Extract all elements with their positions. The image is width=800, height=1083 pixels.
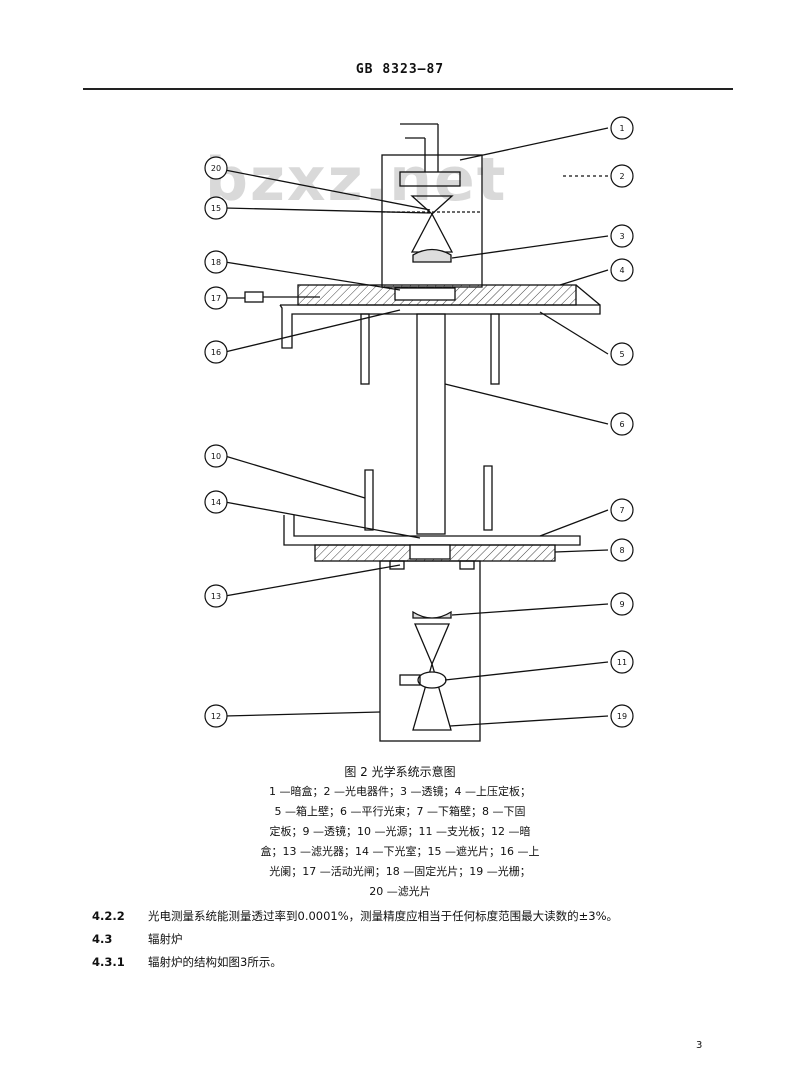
callout-13 bbox=[204, 584, 228, 608]
legend-line: 光阑；17 —活动光闸；18 —固定光片；19 —光栅； bbox=[269, 865, 531, 878]
paragraph-text: 光电测量系统能测量透过率到0.0001%，测量精度应相当于任何标度范围最大读数的… bbox=[148, 909, 619, 923]
callout-2 bbox=[610, 164, 634, 188]
callout-12 bbox=[204, 704, 228, 728]
paragraph-4-3-1: 4.3.1 辐射炉的结构如图3所示。 bbox=[92, 953, 282, 971]
callout-18 bbox=[204, 250, 228, 274]
light-tube bbox=[416, 313, 446, 535]
callout-4 bbox=[610, 258, 634, 282]
dark-box-top bbox=[399, 171, 461, 187]
paragraph-text: 辐射炉 bbox=[148, 932, 183, 946]
label-3: 3 bbox=[619, 232, 624, 241]
label-1: 1 bbox=[619, 124, 624, 133]
shutter-knob bbox=[244, 291, 264, 303]
label-4: 4 bbox=[619, 266, 624, 275]
legend-line: 20 —滤光片 bbox=[369, 885, 431, 898]
label-16: 16 bbox=[211, 348, 221, 357]
lower-housing bbox=[379, 560, 481, 742]
section-number: 4.3.1 bbox=[92, 955, 125, 969]
label-19: 19 bbox=[617, 712, 627, 721]
callout-10 bbox=[204, 444, 228, 468]
callout-19 bbox=[610, 704, 634, 728]
upper-housing bbox=[381, 154, 483, 288]
label-17: 17 bbox=[211, 294, 221, 303]
label-13: 13 bbox=[211, 592, 221, 601]
section-number: 4.3 bbox=[92, 932, 113, 946]
callout-17 bbox=[204, 286, 228, 310]
figure-title: 图 2 光学系统示意图 bbox=[344, 765, 456, 779]
label-10: 10 bbox=[211, 452, 221, 461]
label-18: 18 bbox=[211, 258, 221, 267]
callout-11 bbox=[610, 650, 634, 674]
figure-legend: 1 —暗盒；2 —光电器件；3 —透镜；4 —上压定板； 5 —箱上壁；6 —平… bbox=[150, 782, 650, 902]
legend-line: 5 —箱上壁；6 —平行光束；7 —下箱壁；8 —下固 bbox=[274, 805, 526, 818]
section-number: 4.2.2 bbox=[92, 909, 125, 923]
legend-line: 定板；9 —透镜；10 —光源；11 —支光板；12 —暗 bbox=[269, 825, 531, 838]
header-rule bbox=[83, 88, 733, 90]
callout-6 bbox=[610, 412, 634, 436]
callout-20 bbox=[204, 156, 228, 180]
label-20: 20 bbox=[211, 164, 221, 173]
paragraph-4-3: 4.3 辐射炉 bbox=[92, 930, 183, 948]
label-6: 6 bbox=[619, 420, 624, 429]
legend-line: 盒；13 —滤光器；14 —下光室；15 —遮光片；16 —上 bbox=[260, 845, 540, 858]
callout-15 bbox=[204, 196, 228, 220]
label-15: 15 bbox=[211, 204, 221, 213]
page-number: 3 bbox=[696, 1040, 703, 1051]
callout-16 bbox=[204, 340, 228, 364]
upper-lens bbox=[412, 248, 452, 263]
callout-5 bbox=[610, 342, 634, 366]
watermark: bzxz.net bbox=[205, 145, 508, 215]
callout-14 bbox=[204, 490, 228, 514]
callout-1 bbox=[610, 116, 634, 140]
label-2: 2 bbox=[619, 172, 624, 181]
label-14: 14 bbox=[211, 498, 221, 507]
callout-7 bbox=[610, 498, 634, 522]
label-9: 9 bbox=[619, 600, 624, 609]
paragraph-text: 辐射炉的结构如图3所示。 bbox=[148, 955, 282, 969]
legend-line: 1 —暗盒；2 —光电器件；3 —透镜；4 —上压定板； bbox=[269, 785, 531, 798]
callout-8 bbox=[610, 538, 634, 562]
label-11: 11 bbox=[617, 658, 627, 667]
label-8: 8 bbox=[619, 546, 624, 555]
label-7: 7 bbox=[619, 506, 624, 515]
optical-system-diagram: 1 2 20 15 3 18 4 17 16 5 6 10 14 7 8 13 … bbox=[204, 116, 634, 742]
callout-3 bbox=[610, 224, 634, 248]
callout-9 bbox=[610, 592, 634, 616]
page-header: GB 8323—87 bbox=[355, 62, 445, 77]
label-5: 5 bbox=[619, 350, 624, 359]
label-12: 12 bbox=[211, 712, 221, 721]
paragraph-4-2-2: 4.2.2 光电测量系统能测量透过率到0.0001%，测量精度应相当于任何标度范围… bbox=[92, 907, 618, 925]
